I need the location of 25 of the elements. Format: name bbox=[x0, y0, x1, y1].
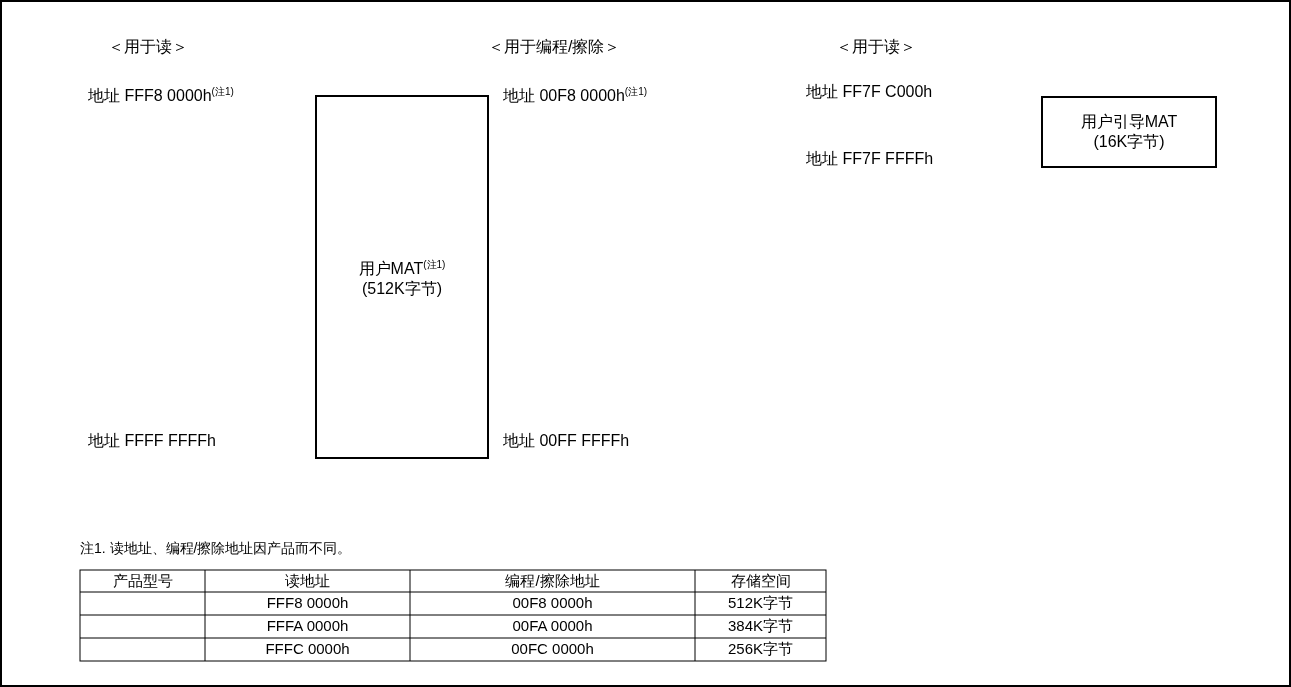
note-text: 注1. 读地址、编程/擦除地址因产品而不同。 bbox=[80, 539, 352, 558]
memory-block: 用户MAT$^{(注1)}$ (512K字节) bbox=[315, 95, 489, 459]
memory-block: 用户引导MAT (16K字节) bbox=[1041, 96, 1217, 168]
address-label: 地址 FF7F FFFFh bbox=[806, 149, 934, 169]
table-header: 产品型号 bbox=[111, 571, 174, 591]
table-cell-text: 00FC 0000h bbox=[510, 639, 595, 659]
address-label: 地址 00FF FFFFh bbox=[503, 431, 630, 451]
section-heading: ＜用于读＞ bbox=[836, 37, 916, 57]
table-cell-text: 384K字节 bbox=[726, 616, 794, 636]
address-label: 地址 00F8 0000h$^{(注1)}$ bbox=[503, 85, 648, 107]
table-cell-text: FFFA 0000h bbox=[265, 616, 350, 636]
address-label: 地址 FFF8 0000h$^{(注1)}$ bbox=[88, 85, 234, 107]
table-cell-text: 512K字节 bbox=[726, 593, 794, 613]
table-cell-text: FFF8 0000h bbox=[265, 593, 350, 613]
table-cell-text: FFFC 0000h bbox=[264, 639, 351, 659]
table-cell-text: 00F8 0000h bbox=[511, 593, 594, 613]
address-label: 地址 FFFF FFFFh bbox=[88, 431, 216, 451]
table-cell-text: 256K字节 bbox=[726, 639, 794, 659]
table-header: 编程/擦除地址 bbox=[504, 571, 601, 591]
table-header: 存储空间 bbox=[729, 571, 792, 591]
address-label: 地址 FF7F C000h bbox=[806, 82, 933, 102]
section-heading: ＜用于编程/擦除＞ bbox=[488, 37, 621, 57]
table-cell-text: 00FA 0000h bbox=[511, 616, 594, 636]
section-heading: ＜用于读＞ bbox=[108, 37, 188, 57]
table-header: 读地址 bbox=[284, 571, 331, 591]
